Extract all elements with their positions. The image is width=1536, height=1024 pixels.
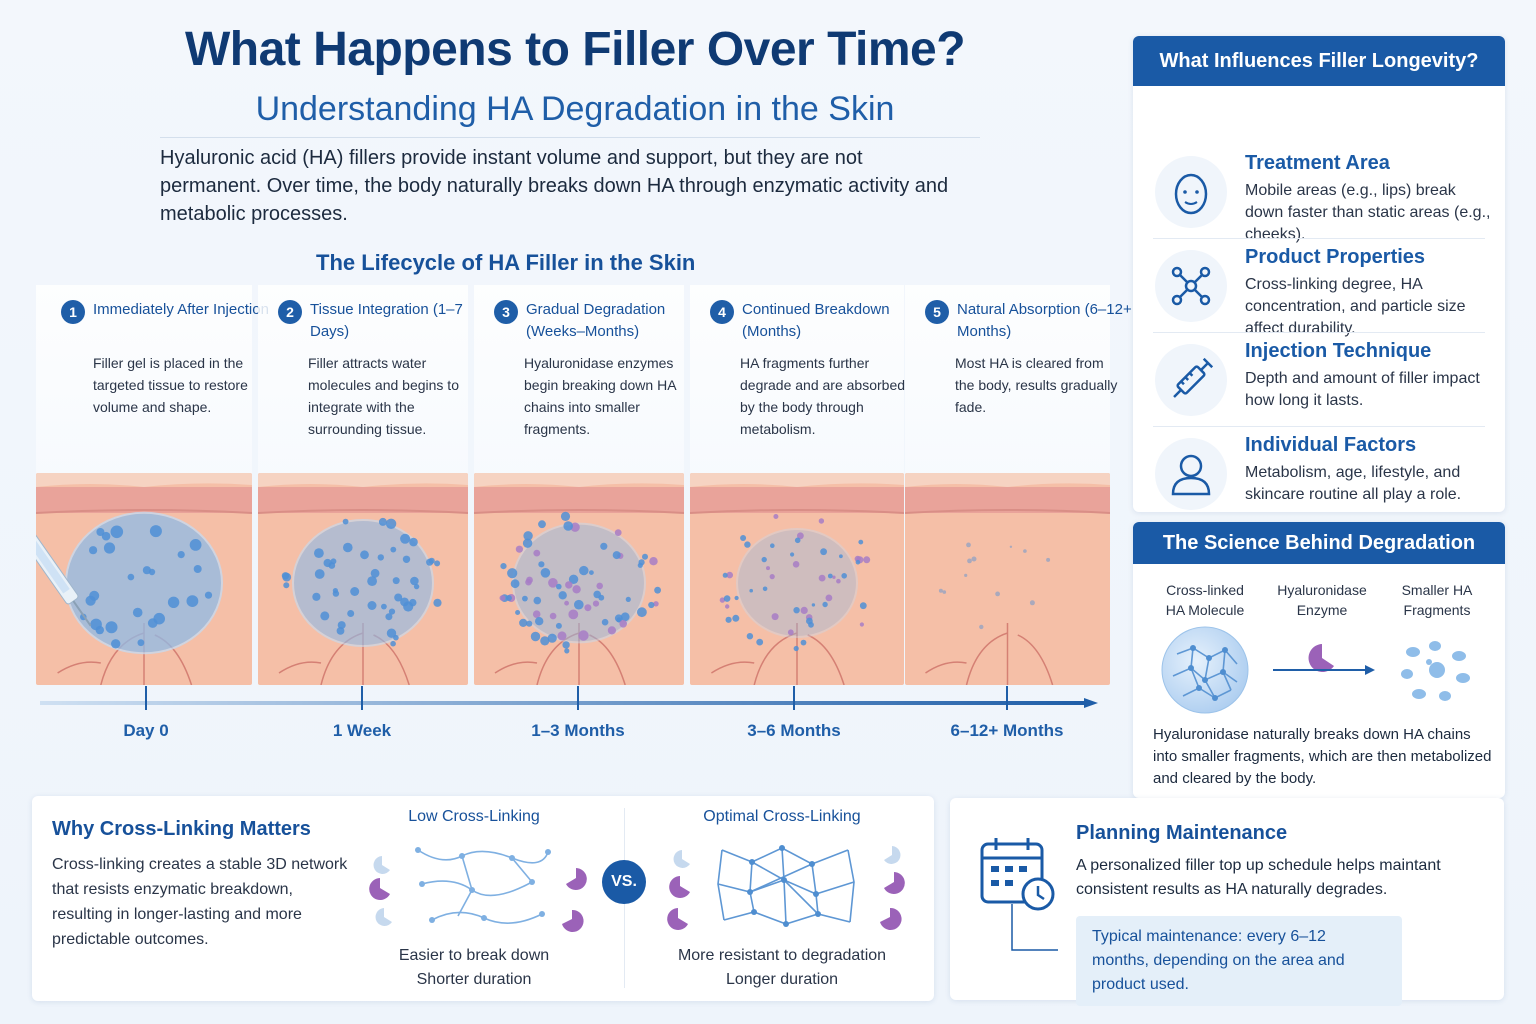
- page-subtitle: Understanding HA Degradation in the Skin: [255, 90, 895, 128]
- factor-title: Treatment Area: [1245, 152, 1390, 174]
- fragments-icon: [1401, 641, 1470, 701]
- science-desc: Hyaluronidase naturally breaks down HA c…: [1153, 726, 1492, 787]
- timeline-label: 6–12+ Months: [950, 721, 1064, 740]
- timeline-tick: [1006, 686, 1008, 710]
- maintenance-title: Planning Maintenance: [1076, 822, 1288, 844]
- timeline-label: 1–3 Months: [531, 721, 625, 740]
- factor-title: Individual Factors: [1245, 434, 1417, 456]
- stage-title: Gradual Degradation (Weeks–Months): [526, 301, 666, 340]
- header-divider: [160, 137, 980, 138]
- ha-molecule-icon: [1161, 626, 1249, 714]
- low-crosslink-caption: Easier to break down Shorter duration: [374, 944, 574, 992]
- stage-5: 5 Natural Absorption (6–12+ Months) Most H…: [905, 285, 1132, 685]
- skin-cross-section: [690, 473, 904, 685]
- enzyme-label: Hyaluronidase Enzyme: [1277, 582, 1367, 618]
- stage-number: 1: [61, 300, 85, 324]
- calendar-clock-icon: [980, 838, 1058, 951]
- factor-desc: Metabolism, age, lifestyle, and skincare…: [1245, 464, 1462, 503]
- factor-desc: Mobile areas (e.g., lips) break down fas…: [1245, 182, 1491, 243]
- stage-title: Immediately After Injection: [93, 301, 269, 318]
- optimal-crosslink-caption: More resistant to degradation Longer dur…: [662, 944, 902, 992]
- stage-number: 3: [494, 300, 518, 324]
- skin-cross-section: [36, 473, 252, 685]
- low-caption-line-1: Easier to break down: [398, 947, 550, 964]
- factor-separator: [1153, 426, 1485, 427]
- intro-text: Hyaluronic acid (HA) fillers provide ins…: [160, 147, 949, 225]
- factor-desc: Cross-linking degree, HA concentration, …: [1245, 276, 1466, 337]
- stage-desc: Most HA is cleared from the body, result…: [955, 355, 1118, 415]
- low-crosslink-title: Low Cross-Linking: [408, 808, 540, 825]
- stage-desc: Hyaluronidase enzymes begin breaking dow…: [524, 355, 676, 437]
- stage-title: Continued Breakdown (Months): [742, 301, 890, 340]
- face-icon: [1155, 156, 1227, 228]
- science-panel: The Science Behind Degradation Cross-lin…: [1133, 522, 1505, 798]
- optimal-caption-line-2: Longer duration: [725, 971, 839, 988]
- stage-number: 2: [278, 300, 302, 324]
- stage-4: 4 Continued Breakdown (Months) HA fragment…: [690, 285, 905, 685]
- stage-desc: Filler attracts water molecules and begi…: [308, 355, 459, 437]
- degradation-illustration: [1161, 626, 1470, 714]
- person-icon: [1155, 438, 1227, 510]
- timeline-label: 3–6 Months: [747, 721, 841, 740]
- syringe-icon: [1155, 344, 1227, 416]
- maintenance-panel: Planning Maintenance A personalized fill…: [950, 798, 1504, 1006]
- stage-number: 4: [710, 300, 734, 324]
- stage-desc: Filler gel is placed in the targeted tis…: [93, 355, 248, 415]
- crosslinking-title: Why Cross-Linking Matters: [52, 818, 311, 840]
- stage-desc: HA fragments further degrade and are abs…: [740, 355, 906, 437]
- maintenance-note: Typical maintenance: every 6–12 months, …: [1076, 916, 1402, 1006]
- skin-cross-section: [258, 473, 468, 685]
- timeline-tick: [145, 686, 147, 710]
- timeline-tick: [793, 686, 795, 710]
- lifecycle-title: The Lifecycle of HA Filler in the Skin: [316, 250, 696, 275]
- factor-title: Injection Technique: [1245, 340, 1432, 362]
- enzyme-icon: [1308, 644, 1334, 672]
- longevity-panel: What Influences Filler Longevity? Treatm…: [1133, 36, 1505, 512]
- skin-cross-section: [474, 473, 684, 685]
- stage-title: Natural Absorption (6–12+ Months): [957, 301, 1132, 340]
- fragments-label: Smaller HA Fragments: [1401, 582, 1473, 618]
- molecule-icon: [1155, 250, 1227, 322]
- vs-badge: VS.: [602, 860, 646, 904]
- stage-2: 2 Tissue Integration (1–7 Days) Filler att…: [258, 285, 468, 685]
- molecule-label: Cross-linked HA Molecule: [1165, 582, 1245, 618]
- optimal-caption-line-1: More resistant to degradation: [677, 947, 887, 964]
- factor-separator: [1153, 238, 1485, 239]
- timeline-arrow: [40, 698, 1098, 708]
- stage-3: 3 Gradual Degradation (Weeks–Months) Hyalu…: [474, 285, 684, 685]
- stage-number: 5: [925, 300, 949, 324]
- optimal-crosslink-title: Optimal Cross-Linking: [703, 808, 861, 825]
- timeline-tick: [361, 686, 363, 710]
- low-caption-line-2: Shorter duration: [416, 971, 532, 988]
- science-title: The Science Behind Degradation: [1133, 522, 1505, 564]
- maintenance-desc: A personalized filler top up schedule he…: [1076, 857, 1441, 898]
- factor-title: Product Properties: [1245, 246, 1426, 268]
- stage-title: Tissue Integration (1–7 Days): [310, 301, 463, 340]
- longevity-title: What Influences Filler Longevity?: [1133, 36, 1505, 86]
- factor-separator: [1153, 332, 1485, 333]
- timeline-label: 1 Week: [332, 721, 392, 740]
- optimal-crosslink-diagram: [667, 845, 905, 930]
- timeline-label: Day 0: [123, 721, 169, 740]
- skin-cross-section: [905, 473, 1110, 685]
- low-crosslink-diagram: [369, 847, 587, 932]
- crosslinking-desc: Cross-linking creates a stable 3D networ…: [52, 856, 348, 948]
- factor-desc: Depth and amount of filler impact how lo…: [1245, 370, 1480, 409]
- page-title: What Happens to Filler Over Time?: [184, 23, 966, 76]
- timeline-tick: [577, 686, 579, 710]
- crosslinking-panel: Why Cross-Linking Matters Cross-linking …: [32, 796, 934, 1001]
